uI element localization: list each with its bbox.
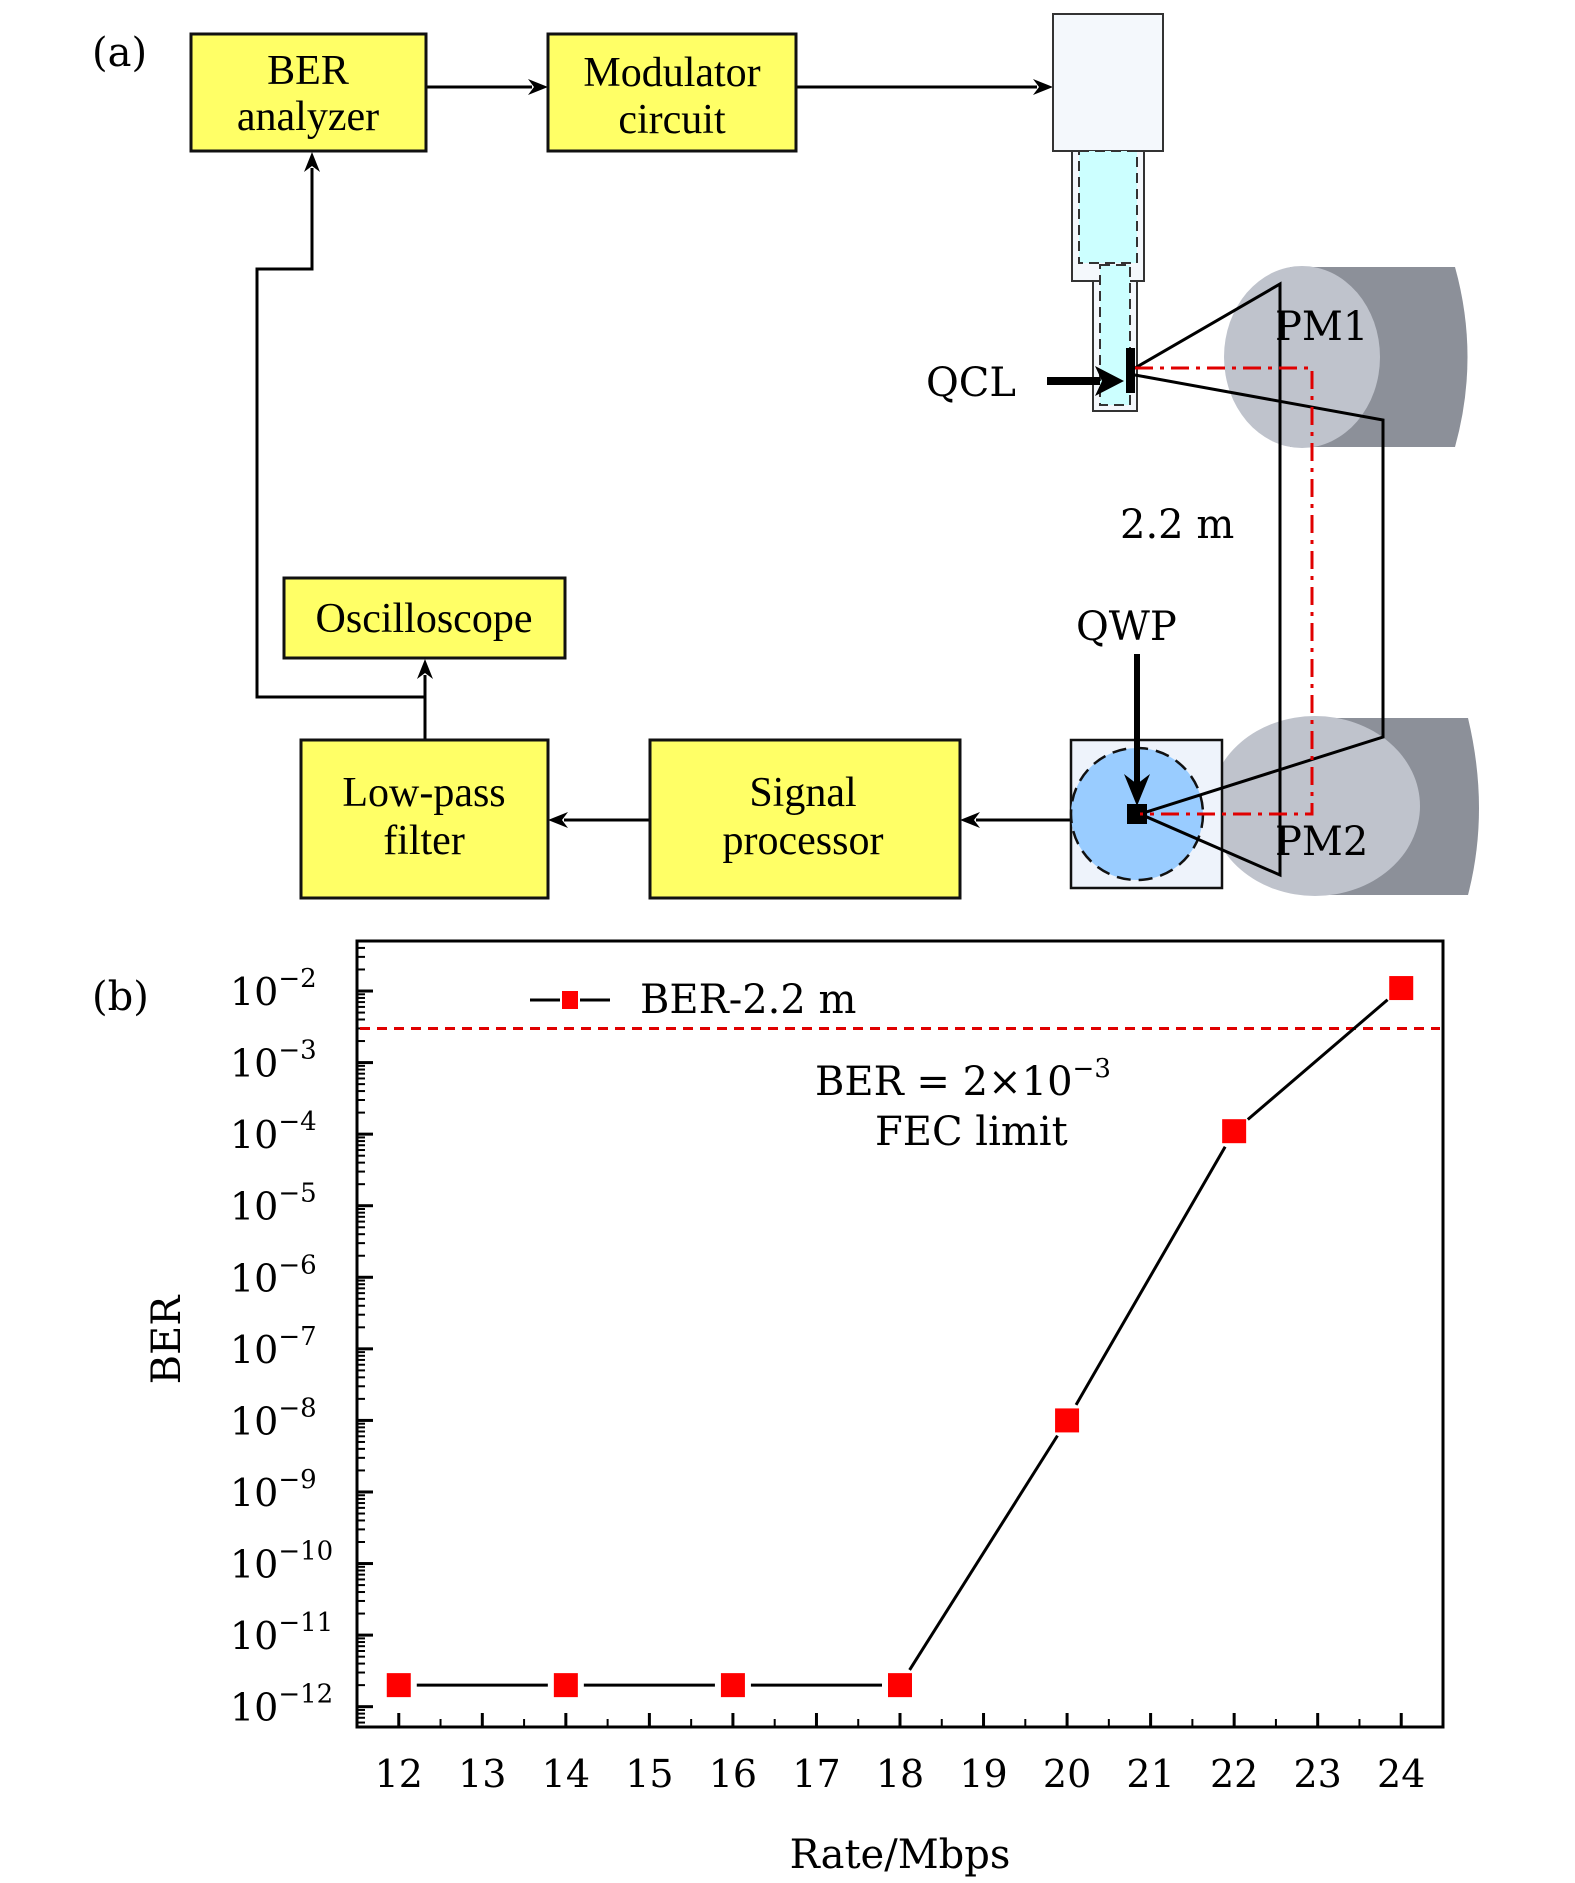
pm2-mirror	[1210, 716, 1479, 896]
svg-text:Signal: Signal	[749, 770, 856, 816]
data-point	[720, 1673, 745, 1698]
legend-marker	[562, 991, 578, 1009]
data-point	[1389, 976, 1414, 1001]
x-tick-label: 14	[542, 1752, 590, 1796]
y-tick-label: 10−11	[230, 1608, 333, 1658]
svg-text:Modulator: Modulator	[583, 50, 760, 96]
x-tick-label: 13	[458, 1752, 506, 1796]
series-segment	[908, 1434, 1059, 1671]
x-tick-label: 21	[1126, 1752, 1174, 1796]
arrowhead-left-icon	[548, 812, 568, 828]
qwp-label: QWP	[1076, 604, 1177, 650]
y-tick-label: 10−5	[230, 1179, 317, 1229]
beam-axis	[1135, 366, 1314, 816]
y-tick-label: 10−7	[230, 1322, 317, 1372]
data-point	[1055, 1408, 1080, 1433]
x-tick-label: 18	[876, 1752, 924, 1796]
y-axis: 10−2 10−3 10−4 10−5 10−6 10−7 10−8 10−9 10−10 10−…	[230, 940, 373, 1730]
pm2-label: PM2	[1275, 819, 1368, 865]
x-tick-label: 20	[1043, 1752, 1091, 1796]
y-axis-title: BER	[144, 1294, 190, 1385]
arrowhead-right-icon	[1033, 79, 1053, 95]
qcl-chip	[1126, 348, 1135, 393]
fec-annotation-line1: BER = 2×10−3	[815, 1054, 1111, 1105]
svg-text:processor: processor	[723, 818, 884, 864]
data-point	[1222, 1119, 1247, 1144]
y-tick-label: 10−3	[230, 1036, 317, 1086]
panel-b-label: (b)	[92, 974, 149, 1020]
panel-a-label: (a)	[92, 30, 147, 76]
series-ber-2-2m	[386, 976, 1414, 1698]
x-tick-label: 23	[1294, 1752, 1342, 1796]
qcl-laser-housing	[1052, 13, 1164, 412]
y-tick-label: 10−10	[230, 1537, 333, 1587]
svg-text:analyzer: analyzer	[237, 94, 379, 140]
data-point	[553, 1673, 578, 1698]
data-point	[386, 1673, 411, 1698]
svg-text:filter: filter	[383, 818, 465, 864]
data-point	[888, 1673, 912, 1698]
svg-text:Low-pass: Low-pass	[342, 770, 505, 816]
arrowhead-up-icon	[417, 659, 433, 679]
modulator-circuit-block: Modulator circuit	[546, 32, 798, 153]
arrowhead-right-icon	[528, 79, 548, 95]
x-axis: 12 13 14 15 16 17 18 19 20 21 22 23 24	[375, 1713, 1425, 1796]
y-tick-label: 10−4	[230, 1107, 317, 1157]
svg-text:Oscilloscope: Oscilloscope	[316, 596, 533, 642]
y-tick-label: 10−2	[230, 964, 317, 1014]
series-segment	[1074, 1146, 1227, 1406]
pm1-label: PM1	[1275, 304, 1368, 350]
ber-chart: 10−2 10−3 10−4 10−5 10−6 10−7 10−8 10−9 10−10 10−…	[144, 939, 1445, 1878]
qcl-label: QCL	[926, 360, 1016, 406]
signal-processor-block: Signal processor	[648, 738, 962, 900]
y-tick-label: 10−8	[230, 1393, 317, 1443]
pm1-mirror	[1224, 266, 1468, 448]
y-tick-label: 10−9	[230, 1465, 317, 1515]
arrowhead-right-icon	[1095, 366, 1124, 396]
low-pass-filter-block: Low-pass filter	[299, 738, 550, 900]
arrowhead-down-icon	[1124, 774, 1150, 806]
x-tick-label: 16	[709, 1752, 757, 1796]
svg-text:circuit: circuit	[618, 97, 726, 143]
distance-label: 2.2 m	[1120, 502, 1234, 548]
x-tick-label: 17	[792, 1752, 840, 1796]
arrowhead-left-icon	[960, 812, 980, 828]
x-tick-label: 22	[1210, 1752, 1258, 1796]
series-segment	[1246, 998, 1389, 1121]
oscilloscope-block: Oscilloscope	[282, 576, 567, 660]
x-tick-label: 19	[959, 1752, 1007, 1796]
ber-analyzer-block: BER analyzer	[189, 32, 428, 153]
legend: BER-2.2 m	[530, 977, 856, 1023]
x-tick-label: 15	[625, 1752, 673, 1796]
x-tick-label: 24	[1377, 1752, 1425, 1796]
y-tick-label: 10−6	[230, 1250, 317, 1300]
svg-text:BER: BER	[267, 48, 349, 94]
arrowhead-up-icon	[304, 152, 320, 172]
legend-label: BER-2.2 m	[640, 977, 856, 1023]
x-tick-label: 12	[375, 1752, 423, 1796]
fec-annotation-line2: FEC limit	[875, 1109, 1068, 1155]
y-tick-label: 10−12	[230, 1680, 333, 1730]
x-axis-title: Rate/Mbps	[790, 1832, 1011, 1878]
